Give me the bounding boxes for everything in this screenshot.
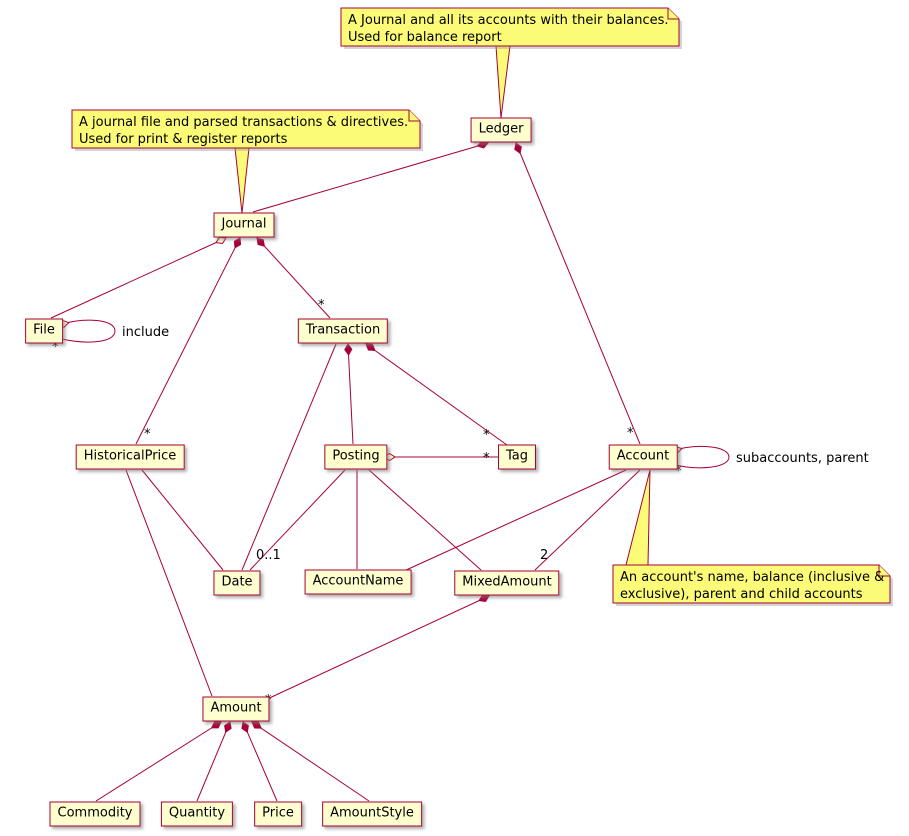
- edge-posting-date: [249, 469, 346, 571]
- edge-label-transaction-tag-mult: *: [483, 428, 490, 443]
- edge-transaction-posting: [347, 343, 354, 445]
- class-quantity: Quantity: [160, 801, 234, 827]
- edge-ledger-journal: [252, 142, 489, 213]
- note-fold-icon: [408, 110, 420, 122]
- edge-transaction-date: [241, 343, 337, 571]
- edge-account-mixedamount: [534, 469, 641, 571]
- class-file: File: [25, 318, 63, 344]
- composition-diamond-icon: [344, 343, 353, 356]
- class-ledger: Ledger: [470, 117, 532, 143]
- class-mixedamount: MixedAmount: [454, 570, 560, 596]
- edge-label-file-include-mult: *: [52, 340, 59, 355]
- note-ledger-note: [340, 7, 680, 47]
- note-text-line: A Journal and all its accounts with thei…: [348, 13, 669, 28]
- class-amountstyle: AmountStyle: [322, 801, 422, 827]
- class-price: Price: [254, 801, 302, 827]
- edge-amount-quantity: [196, 721, 231, 802]
- class-date: Date: [213, 570, 261, 596]
- class-transaction: Transaction: [297, 318, 389, 344]
- class-amount: Amount: [202, 696, 270, 722]
- edge-label-file-include-label: include: [122, 325, 169, 340]
- edge-account-subaccounts-loop: [670, 446, 730, 469]
- note-text-line: Used for balance report: [348, 30, 502, 45]
- note-text-line: exclusive), parent and child accounts: [620, 587, 863, 602]
- note-text-line: Used for print & register reports: [79, 132, 288, 147]
- note-fold-icon: [878, 565, 890, 577]
- edge-historicalprice-amount: [125, 469, 213, 697]
- class-account: Account: [608, 444, 678, 470]
- edge-label-posting-date-mult: 0..1: [256, 548, 281, 563]
- note-fold-icon: [667, 8, 679, 20]
- class-posting: Posting: [324, 444, 388, 470]
- composition-diamond-icon: [256, 237, 265, 247]
- composition-diamond-icon: [224, 721, 232, 733]
- note-connector-account-note: [625, 469, 651, 566]
- note-account-note: [612, 564, 891, 604]
- edge-label-posting-tag-mult: *: [483, 451, 490, 466]
- edge-amount-price: [242, 721, 278, 802]
- composition-diamond-icon: [233, 237, 242, 249]
- edge-label-account-loop-label: subaccounts, parent: [736, 451, 869, 466]
- class-tag: Tag: [497, 444, 537, 470]
- edge-label-journal-historicalprice-mult: *: [144, 427, 151, 442]
- class-journal: Journal: [213, 212, 275, 238]
- note-connector-journal-note: [234, 147, 250, 214]
- composition-diamond-icon: [365, 343, 376, 352]
- edge-journal-transaction: [256, 237, 331, 319]
- composition-diamond-icon: [241, 721, 249, 733]
- edge-file-include-loop: [57, 319, 116, 343]
- edge-posting-mixedamount: [368, 469, 482, 571]
- edge-label-account-mixedamount-mult: 2: [540, 548, 548, 563]
- class-accountname: AccountName: [304, 569, 412, 595]
- note-text-line: An account's name, balance (inclusive &: [620, 570, 884, 585]
- class-commodity: Commodity: [49, 801, 141, 827]
- edge-label-ledger-account-mult: *: [627, 426, 634, 441]
- composition-diamond-icon: [210, 721, 222, 729]
- edge-journal-historicalprice: [135, 237, 241, 445]
- edge-mixedamount-amount: [262, 595, 490, 702]
- composition-diamond-icon: [251, 721, 262, 729]
- edge-amount-commodity: [95, 721, 222, 802]
- class-historicalprice: HistoricalPrice: [75, 444, 185, 470]
- edge-label-account-loop-mult: *: [675, 464, 682, 479]
- edge-transaction-tag: [365, 343, 508, 446]
- composition-diamond-icon: [514, 142, 522, 155]
- note-text-line: A journal file and parsed transactions &…: [79, 115, 408, 130]
- edge-label-journal-transaction-mult: *: [318, 298, 325, 313]
- edge-historicalprice-date: [141, 469, 224, 571]
- note-connector-ledger-note: [495, 45, 511, 119]
- edge-account-accountname: [403, 469, 627, 572]
- edge-ledger-account: [515, 142, 641, 445]
- note-journal-note: [71, 109, 421, 149]
- edge-amount-amountstyle: [251, 721, 370, 802]
- edge-journal-file: [50, 237, 227, 319]
